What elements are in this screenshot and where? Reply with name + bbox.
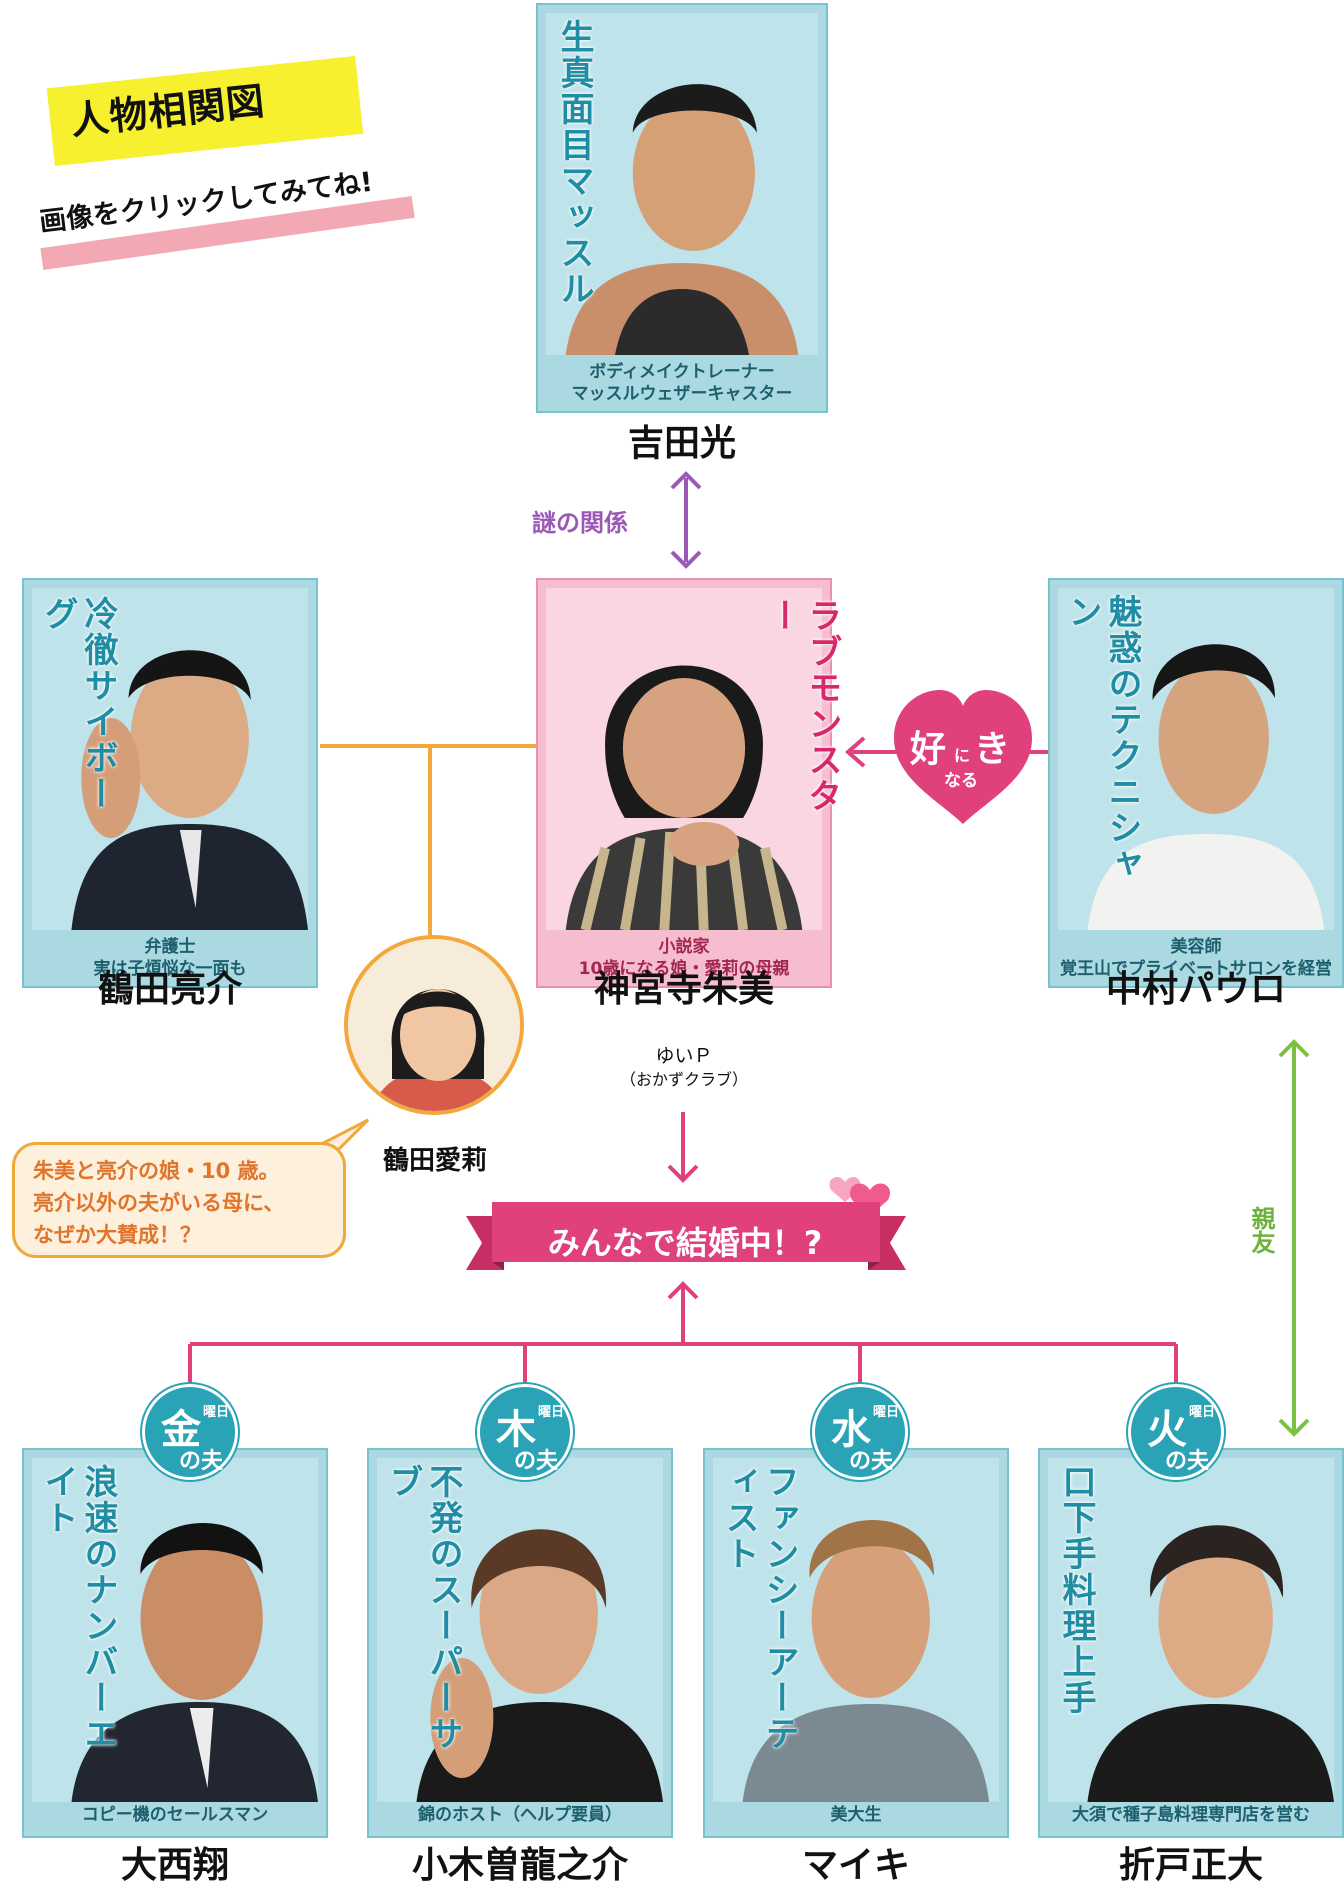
photo-nakamura <box>1058 588 1334 930</box>
catch-orito: 口下手料理上手 <box>1056 1464 1096 1716</box>
badge-day: 金 <box>161 1406 201 1453</box>
badge-tuesday: 火 曜日 の夫 <box>1128 1384 1224 1480</box>
catch-onishi: 浪速のナンバーエイト <box>38 1464 118 1752</box>
role-maiki: 美大生 <box>830 1805 882 1825</box>
small-hearts-icon <box>829 1176 891 1216</box>
like-heart-icon: 好 に き なる <box>888 682 1038 832</box>
card-jinguji[interactable]: ラブモンスター 小説家 10歳になる娘・愛莉の母親 <box>536 578 842 988</box>
role-nakamura-2: 覚王山でプライベートサロンを経営 <box>1060 959 1332 979</box>
name-ogi: 小木曽龍之介 <box>411 1844 628 1886</box>
airi-note-1: 朱美と亮介の娘・10 歳。 <box>33 1159 280 1183</box>
name-tsuruta: 鶴田亮介 <box>97 968 242 1010</box>
role-yoshida-2: マッスルウェザーキャスター <box>571 384 793 404</box>
photo-tsuruta <box>32 588 308 930</box>
photo-onishi <box>32 1458 318 1802</box>
family-lines <box>320 744 540 940</box>
badge-youbi: 曜日 <box>203 1405 230 1420</box>
airi-note-3: なぜか大賛成！？ <box>33 1223 201 1247</box>
like-small: に <box>954 746 971 765</box>
airi-note-2: 亮介以外の夫がいる母に、 <box>33 1191 285 1215</box>
catch-tsuruta: 冷徹サイボーグ <box>38 596 118 812</box>
name-airi: 鶴田愛莉 <box>382 1146 487 1176</box>
card-yoshida[interactable]: 生真面目マッスル ボディメイクトレーナー マッスルウェザーキャスター <box>536 3 828 413</box>
actor-group: （おかずクラブ） <box>619 1070 748 1089</box>
actor-name: ゆいＰ <box>655 1045 713 1067</box>
label-best-friend: 親友 <box>1247 1206 1275 1254</box>
like-big-2: き <box>974 729 1011 770</box>
husband-lines <box>188 1281 1178 1390</box>
card-tsuruta[interactable]: 冷徹サイボーグ 弁護士 実は子煩悩な一面も <box>22 578 318 988</box>
badge-husband: の夫 <box>1165 1449 1210 1474</box>
badge-day: 木 <box>496 1406 536 1453</box>
card-orito[interactable]: 口下手料理上手 大須で種子島料理専門店を営む <box>1038 1448 1344 1838</box>
badge-husband: の夫 <box>514 1449 559 1474</box>
role-tsuruta-1: 弁護士 <box>144 937 196 957</box>
role-tsuruta-2: 実は子煩悩な一面も <box>93 959 247 979</box>
photo-maiki <box>713 1458 999 1802</box>
married-label: みんなで結婚中！? <box>547 1224 823 1262</box>
badge-husband: の夫 <box>849 1449 894 1474</box>
photo-ogi <box>377 1458 663 1802</box>
mystery-arrow <box>670 471 702 569</box>
catch-jinguji: ラブモンスター <box>762 598 842 814</box>
name-onishi: 大西翔 <box>120 1844 229 1886</box>
like-big-1: 好 <box>910 729 947 770</box>
label-mystery: 謎の関係 <box>532 509 628 537</box>
card-onishi[interactable]: 浪速のナンバーエイト コピー機のセールスマン <box>22 1448 328 1838</box>
role-jinguji-1: 小説家 <box>658 937 710 957</box>
card-maiki[interactable]: ファンシーアーティスト 美大生 <box>703 1448 1009 1838</box>
photo-yoshida <box>546 13 818 355</box>
actor-jinguji: ゆいＰ （おかずクラブ） <box>536 1044 832 1092</box>
marriage-arrow-down <box>667 1112 699 1183</box>
card-nakamura[interactable]: 魅惑のテクニシャン 美容師 覚王山でプライベートサロンを経営 <box>1048 578 1344 988</box>
catch-maiki: ファンシーアーティスト <box>719 1464 799 1752</box>
badge-friday: 金 曜日 の夫 <box>142 1384 238 1480</box>
badge-husband: の夫 <box>179 1449 224 1474</box>
badge-youbi: 曜日 <box>538 1405 565 1420</box>
name-jinguji: 神宮寺朱美 <box>593 968 774 1010</box>
badge-day: 火 <box>1147 1406 1187 1453</box>
role-onishi: コピー機のセールスマン <box>81 1805 269 1825</box>
name-nakamura: 中村パウロ <box>1105 968 1286 1010</box>
catch-nakamura: 魅惑のテクニシャン <box>1062 594 1142 882</box>
like-bottom: なる <box>944 771 978 791</box>
catch-ogi: 不発のスーパーサブ <box>383 1464 463 1752</box>
best-friend-arrow <box>1278 1039 1310 1437</box>
role-nakamura-1: 美容師 <box>1170 937 1222 957</box>
badge-youbi: 曜日 <box>873 1405 900 1420</box>
photo-jinguji <box>546 588 822 930</box>
airi-note-bubble: 朱美と亮介の娘・10 歳。 亮介以外の夫がいる母に、 なぜか大賛成！？ <box>12 1142 346 1258</box>
badge-thursday: 木 曜日 の夫 <box>477 1384 573 1480</box>
badge-wednesday: 水 曜日 の夫 <box>812 1384 908 1480</box>
role-jinguji-2: 10歳になる娘・愛莉の母親 <box>578 959 790 979</box>
married-ribbon <box>466 1202 906 1270</box>
card-ogi[interactable]: 不発のスーパーサブ 錦のホスト（ヘルプ要員） <box>367 1448 673 1838</box>
badge-youbi: 曜日 <box>1189 1405 1216 1420</box>
role-ogi: 錦のホスト（ヘルプ要員） <box>418 1805 622 1825</box>
name-maiki: マイキ <box>801 1844 910 1886</box>
name-orito: 折戸正大 <box>1118 1844 1263 1886</box>
role-yoshida-1: ボディメイクトレーナー <box>589 362 775 382</box>
badge-day: 水 <box>831 1406 871 1453</box>
catch-yoshida: 生真面目マッスル <box>554 19 594 307</box>
photo-orito <box>1048 1458 1334 1802</box>
role-orito: 大須で種子島料理専門店を営む <box>1072 1805 1310 1825</box>
name-yoshida: 吉田光 <box>627 422 736 464</box>
photo-airi[interactable] <box>344 935 524 1115</box>
